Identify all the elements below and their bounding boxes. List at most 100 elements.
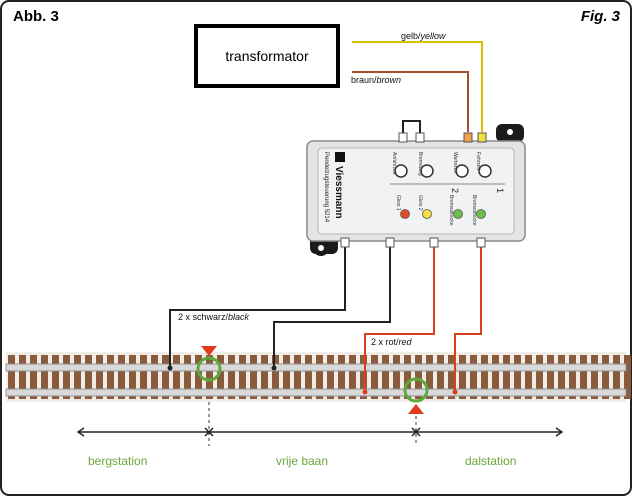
track-sleeper [547,355,554,399]
isolation-ring-upper [196,356,222,382]
track-sleeper [525,355,532,399]
track-sleeper [580,355,587,399]
track-sleeper [250,355,257,399]
module-side-numbers: 12 [450,188,505,193]
side-number: 2 [450,188,460,193]
track-sleeper [426,355,433,399]
rail-connector-black-2 [271,365,277,371]
track-sleeper [602,355,609,399]
wire-red-1 [364,243,435,392]
wire-label-black-nl: 2 x schwarz/ [178,312,229,322]
track-sleeper [305,355,312,399]
wire-label-yellow-nl: gelb/ [401,31,421,41]
wire-label-brown-nl: braun/ [351,75,377,85]
led-label: Bremsstrecke [471,195,477,226]
track [5,352,631,402]
knob-icon [455,164,469,178]
track-sleeper [19,355,26,399]
track-sleeper [470,355,477,399]
led-label: Gleis 2 [417,195,423,211]
track-sleeper [481,355,488,399]
track-sleeper [184,355,191,399]
figure-label-left: Abb. 3 [13,8,59,25]
track-sleepers [8,355,631,399]
track-sleeper [569,355,576,399]
module-knobs [394,164,492,178]
wire-label-red: 2 x rot/red [371,337,412,347]
track-sleeper [459,355,466,399]
cross-mark-left-icon [204,427,214,437]
track-sleeper [272,355,279,399]
wire-label-brown: braun/brown [351,75,401,85]
track-sleeper [63,355,70,399]
brand-mark-icon [335,152,345,162]
red-marker-lower [408,404,424,414]
track-sleeper [206,355,213,399]
arrow-left-icon [76,427,85,437]
wire-label-black: 2 x schwarz/black [178,312,249,322]
track-sleeper [228,355,235,399]
track-sleeper [613,355,620,399]
transformer-box: transformator [194,24,340,88]
track-sleeper [283,355,290,399]
wire-black-2 [273,243,391,366]
led-yellow-icon [422,209,432,219]
module-terminals-bottom [340,237,486,248]
track-sleeper [118,355,125,399]
isolation-ring-lower [403,377,429,403]
track-sleeper [437,355,444,399]
track-sleeper [217,355,224,399]
track-sleeper [360,355,367,399]
wire-brown [352,71,469,132]
track-sleeper [107,355,114,399]
track-sleeper [85,355,92,399]
wire-yellow [352,41,483,132]
arrow-right-icon [555,427,564,437]
wire-label-red-nl: 2 x rot/ [371,337,399,347]
track-sleeper [41,355,48,399]
wire-black-1 [169,243,346,366]
knob-label: Bremsweg [417,152,423,176]
led-red-icon [400,209,410,219]
track-sleeper [492,355,499,399]
track-sleeper [514,355,521,399]
track-sleeper [74,355,81,399]
module-brand: Viessmann [333,166,344,219]
track-sleeper [294,355,301,399]
track-sleeper [382,355,389,399]
wire-label-yellow: gelb/yellow [401,31,446,41]
knob-label: Anfahrzeit [391,152,397,175]
track-sleeper [536,355,543,399]
knob-label: Fahrzeit [475,152,481,171]
track-sleeper [173,355,180,399]
module-leds [400,209,486,219]
led-green-icon [476,209,486,219]
track-sleeper [371,355,378,399]
led-label: Gleis 1 [395,195,401,211]
track-sleeper [140,355,147,399]
transformer-label: transformator [225,48,309,64]
track-sleeper [624,355,631,399]
track-sleeper [239,355,246,399]
track-sleeper [316,355,323,399]
rail-connector-red-2 [452,389,458,395]
side-number: 1 [495,188,505,193]
rail-connector-black-1 [167,365,173,371]
section-label-bergstation: bergstation [88,454,148,468]
module-product: Pendelzugsteuerung 5214 [323,152,329,223]
track-sleeper [195,355,202,399]
module-panel [317,147,515,235]
track-sleeper [8,355,15,399]
red-marker-upper [201,346,217,356]
jumper-wire [402,120,421,133]
track-sleeper [261,355,268,399]
track-sleeper [327,355,334,399]
wire-red-2 [454,243,482,392]
rail-upper [5,363,627,372]
track-sleeper [404,355,411,399]
track-sleeper [96,355,103,399]
